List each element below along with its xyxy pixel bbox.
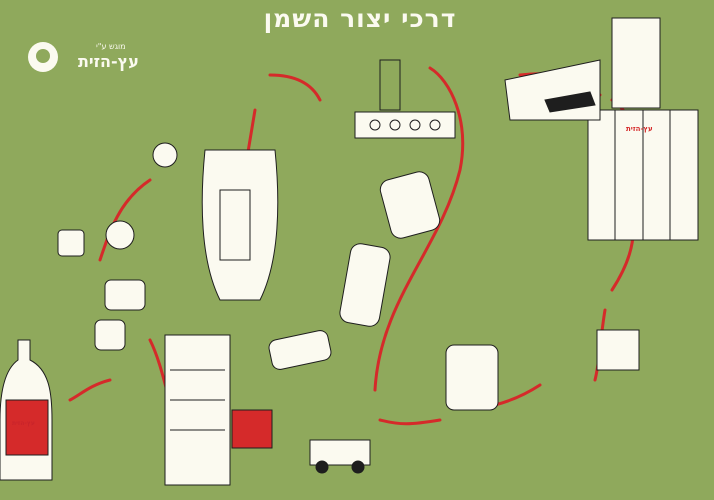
ship xyxy=(504,59,601,121)
bottle-brand-label: עץ-הזית xyxy=(12,420,35,427)
oil-bottle xyxy=(0,339,53,481)
boat xyxy=(544,91,596,113)
tower-body xyxy=(164,334,231,486)
poster-title: דרכי יצור השמן xyxy=(263,4,457,33)
factory-tower xyxy=(611,17,661,109)
bottle-label-panel xyxy=(5,399,49,456)
vessel-b xyxy=(57,229,85,257)
brand-presented-by: מוגש ע"י xyxy=(96,42,126,51)
tank-1 xyxy=(379,171,441,239)
vessel-d xyxy=(104,279,146,311)
tank-3 xyxy=(268,330,332,370)
factory-building xyxy=(587,17,699,241)
crane xyxy=(379,59,401,111)
conveyor-machine xyxy=(354,59,456,139)
brand-logo-icon xyxy=(28,42,58,72)
vessel-a xyxy=(105,220,135,250)
refining-tower xyxy=(164,334,273,486)
flow-arrow-to-rack xyxy=(268,73,322,102)
crusher-bin xyxy=(596,329,640,371)
delivery-truck xyxy=(309,439,371,474)
vessel-c xyxy=(152,142,178,168)
tank-2 xyxy=(339,243,391,327)
roof-sign: עץ-הזית xyxy=(626,125,653,133)
flow-arrow-long-rise xyxy=(373,66,465,392)
flow-arrow-to-bottling xyxy=(68,378,112,402)
left-column-vessels xyxy=(57,142,178,351)
brand-name: עץ-הזית xyxy=(78,52,139,71)
press-vessel xyxy=(445,344,499,411)
process-tanks xyxy=(268,171,640,411)
control-panel xyxy=(231,409,273,449)
flow-arrow-to-rollers xyxy=(378,418,442,426)
vessel-e xyxy=(94,319,126,351)
flow-arrow-left-column xyxy=(98,178,152,262)
flask-diagram xyxy=(201,149,279,301)
